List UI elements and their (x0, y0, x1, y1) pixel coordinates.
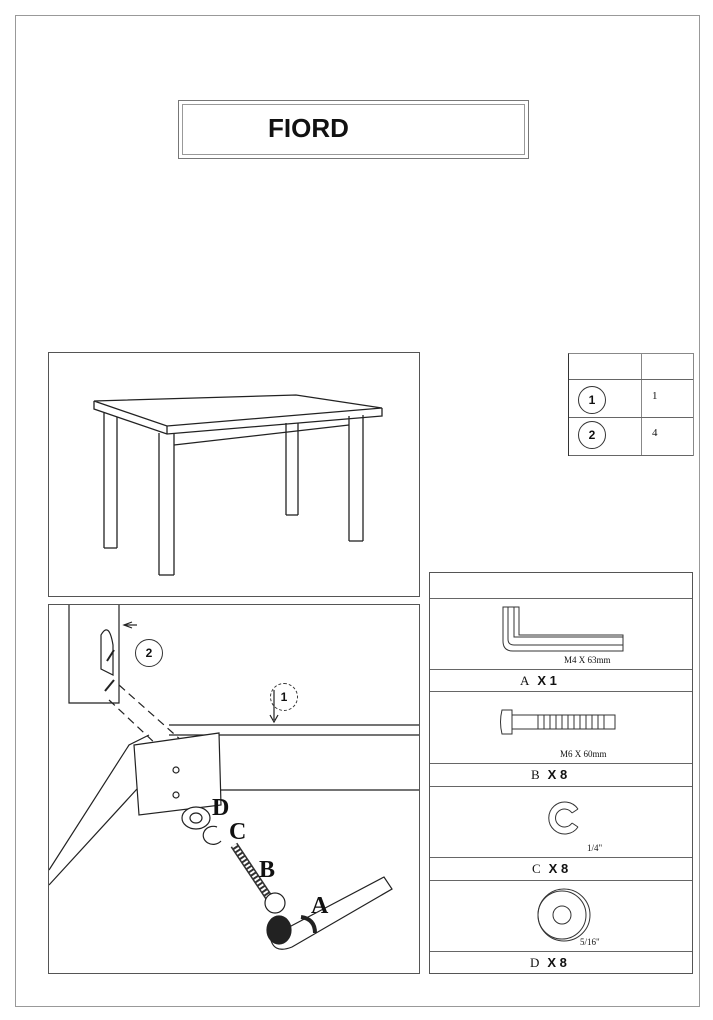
table-illustration-panel (48, 352, 420, 597)
spec-c: 1/4" (587, 843, 603, 853)
spec-b: M6 X 60mm (560, 749, 607, 759)
parts-table: 1 1 2 4 (568, 353, 694, 456)
label-c: C (229, 819, 247, 845)
label-b: B (259, 857, 276, 883)
bolt-icon (500, 709, 616, 735)
callout-part-2: 2 (135, 639, 163, 667)
spring-washer-icon (548, 801, 579, 835)
assembly-diagram-panel: 2 1 D C B A (48, 604, 420, 974)
spec-a: M4 X 63mm (564, 655, 611, 665)
callout-part-1: 1 (270, 683, 298, 711)
part-2-callout: 2 (578, 421, 606, 449)
title-box (178, 100, 529, 159)
allen-key-icon (502, 606, 624, 652)
part-2-qty: 4 (652, 427, 658, 439)
part-1-callout: 1 (578, 386, 606, 414)
table-drawing (93, 394, 383, 576)
product-title: FIORD (268, 113, 349, 143)
label-d: D (212, 795, 230, 821)
assembly-drawing (48, 605, 419, 950)
label-a: A (311, 893, 329, 919)
page-border (15, 15, 700, 1007)
part-1-qty: 1 (652, 390, 658, 402)
spec-d: 5/16" (580, 937, 600, 947)
flat-washer-icon (537, 888, 591, 942)
